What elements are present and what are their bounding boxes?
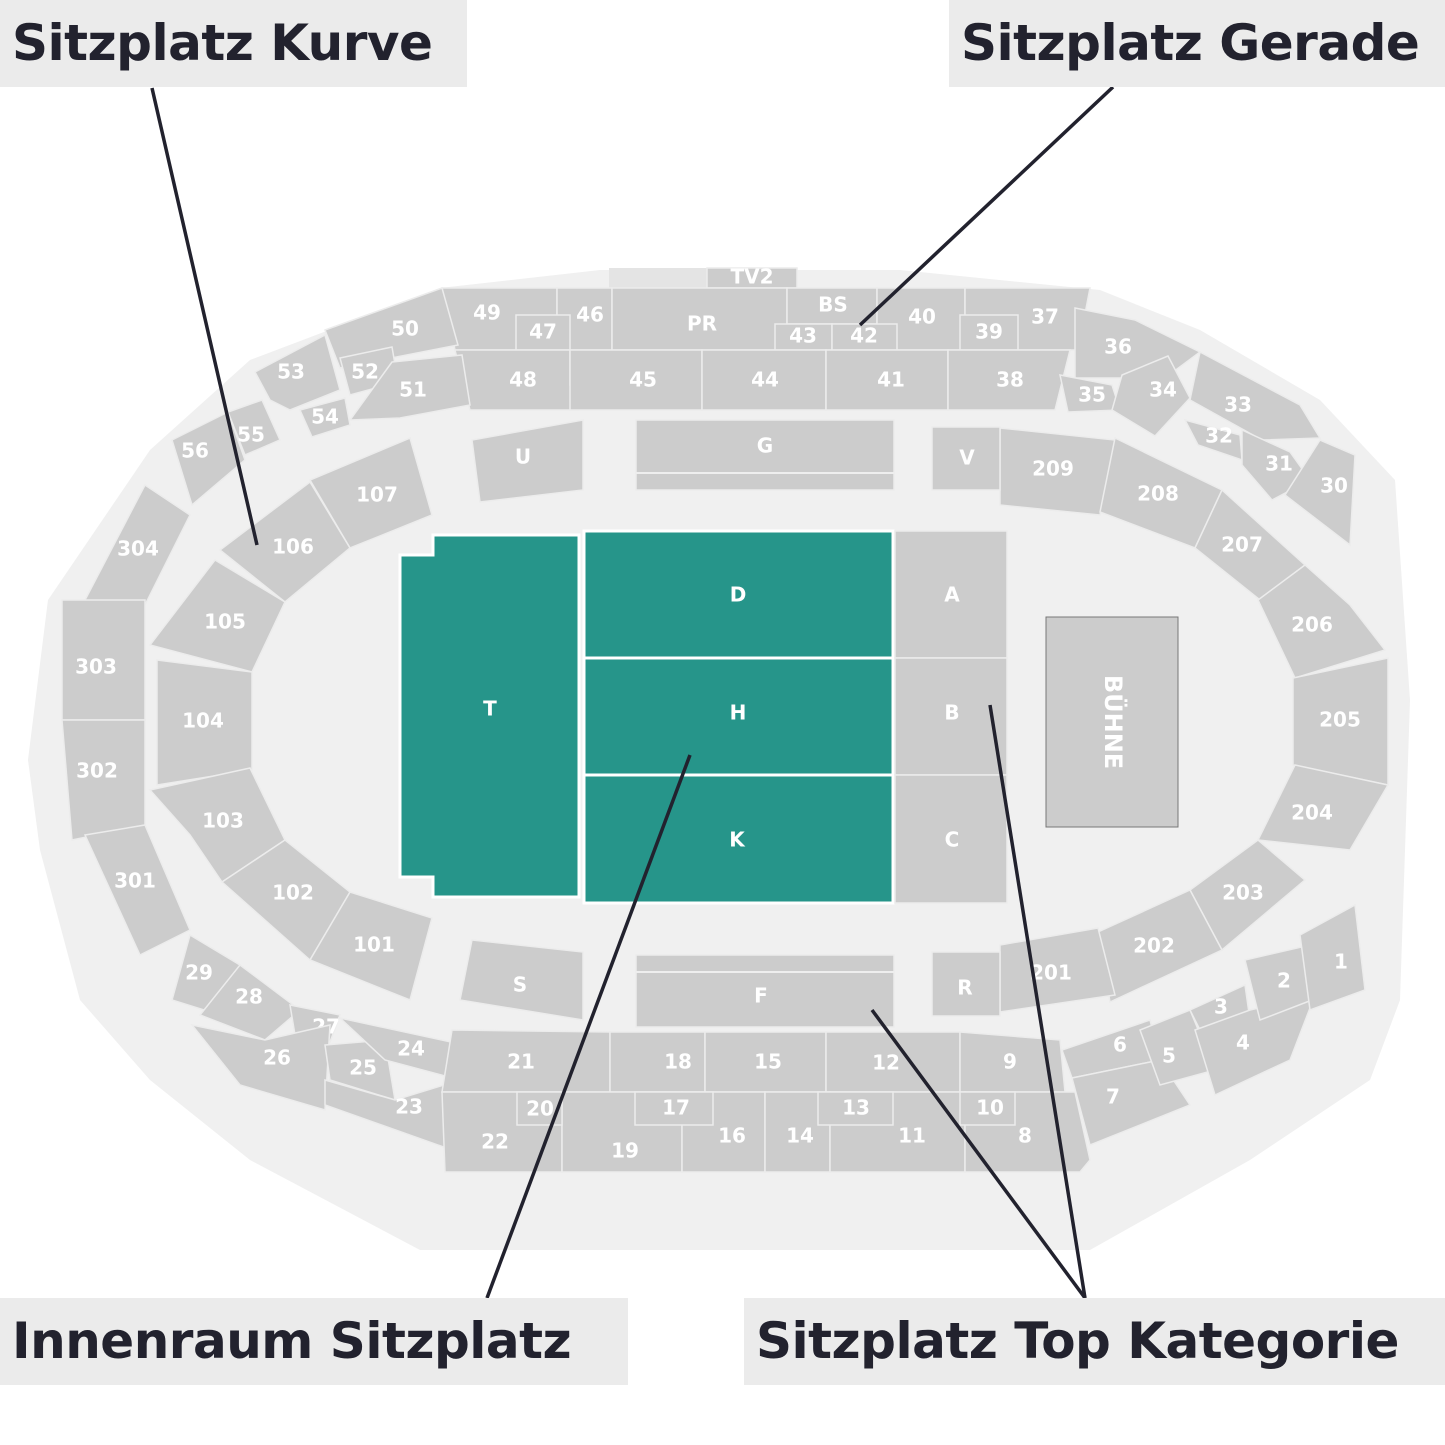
section-pr[interactable]: PR: [611, 287, 788, 351]
section-39[interactable]: 39: [959, 314, 1019, 351]
section-55-shape[interactable]: [227, 399, 281, 456]
section-34-shape[interactable]: [1111, 355, 1191, 437]
section-206-shape[interactable]: [1257, 564, 1387, 679]
section-tv2[interactable]: TV2: [706, 265, 798, 289]
section-k-shape[interactable]: [582, 773, 895, 905]
section-104[interactable]: 104: [156, 659, 253, 786]
section-104-shape[interactable]: [156, 659, 253, 786]
callout-sitzplatz-gerade: Sitzplatz Gerade: [949, 0, 1445, 87]
section-r[interactable]: R: [931, 951, 1001, 1017]
section-204-shape[interactable]: [1256, 764, 1390, 851]
section-10-shape[interactable]: [959, 1091, 1016, 1126]
section-303-shape[interactable]: [61, 599, 146, 721]
section-42[interactable]: 42: [831, 323, 898, 351]
section-17[interactable]: 17: [634, 1091, 714, 1126]
section-205[interactable]: 205: [1292, 657, 1389, 786]
section-v-shape[interactable]: [931, 426, 1001, 491]
section-g-shape[interactable]: [635, 419, 895, 491]
section-43-shape[interactable]: [774, 323, 833, 351]
callout-line-top-f: [870, 1008, 1087, 1300]
section-47-shape[interactable]: [515, 314, 571, 351]
callout-line-innenraum: [485, 754, 692, 1299]
callout-lines: [150, 85, 1115, 1300]
section-h-shape[interactable]: [582, 656, 895, 777]
section-15-shape[interactable]: [704, 1031, 827, 1093]
section-30-shape[interactable]: [1283, 439, 1356, 547]
section-18[interactable]: 18: [609, 1031, 706, 1093]
section-302[interactable]: 302: [61, 719, 146, 841]
section-h[interactable]: H: [582, 656, 895, 777]
section-44-shape[interactable]: [701, 349, 827, 411]
section-k[interactable]: K: [582, 773, 895, 905]
section-18-shape[interactable]: [609, 1031, 706, 1093]
section-56-shape[interactable]: [171, 410, 246, 507]
section-302-shape[interactable]: [61, 719, 146, 841]
section-13[interactable]: 13: [817, 1091, 894, 1126]
section-pr-shape[interactable]: [611, 287, 788, 351]
section-106-shape[interactable]: [218, 480, 351, 603]
section-38-shape[interactable]: [947, 349, 1071, 411]
section-45-shape[interactable]: [569, 349, 703, 411]
section-48-shape[interactable]: [454, 349, 579, 411]
section-13-shape[interactable]: [817, 1091, 894, 1126]
section-t[interactable]: T: [398, 533, 581, 899]
section-45[interactable]: 45: [569, 349, 703, 411]
section-42-shape[interactable]: [831, 323, 898, 351]
section-c[interactable]: C: [894, 774, 1008, 904]
callout-innenraum-sitzplatz: Innenraum Sitzplatz: [0, 1298, 628, 1385]
section-105-shape[interactable]: [148, 559, 286, 673]
press-strip: [609, 268, 707, 288]
section-bs-shape[interactable]: [786, 287, 878, 325]
section-39-shape[interactable]: [959, 314, 1019, 351]
section-101-shape[interactable]: [308, 891, 433, 1002]
section-38[interactable]: 38: [947, 349, 1071, 411]
section-44[interactable]: 44: [701, 349, 827, 411]
section-10[interactable]: 10: [959, 1091, 1016, 1126]
section-209[interactable]: 209: [999, 427, 1116, 516]
section-15[interactable]: 15: [704, 1031, 827, 1093]
section-1-shape[interactable]: [1299, 903, 1366, 1012]
section-t-shape[interactable]: [398, 533, 581, 899]
section-50-shape[interactable]: [324, 287, 459, 369]
section-a[interactable]: A: [894, 530, 1008, 659]
callout-sitzplatz-kurve: Sitzplatz Kurve: [0, 0, 467, 87]
section-54-shape[interactable]: [298, 397, 351, 438]
callout-line-top-b: [988, 704, 1087, 1299]
section-u-shape[interactable]: [471, 419, 584, 503]
callout-sitzplatz-top-kategorie: Sitzplatz Top Kategorie: [744, 1298, 1445, 1385]
section-a-shape[interactable]: [894, 530, 1008, 659]
section-47[interactable]: 47: [515, 314, 571, 351]
section-43[interactable]: 43: [774, 323, 833, 351]
section-303[interactable]: 303: [61, 599, 146, 721]
callout-line-gerade: [858, 85, 1115, 327]
section-33-shape[interactable]: [1189, 350, 1322, 441]
section-d[interactable]: D: [582, 529, 895, 660]
section-4-shape[interactable]: [1194, 993, 1317, 1097]
callout-line-kurve: [150, 87, 259, 546]
section-53-shape[interactable]: [253, 333, 341, 411]
section-20-shape[interactable]: [516, 1091, 563, 1126]
section-301-shape[interactable]: [83, 824, 191, 957]
section-f[interactable]: F: [635, 954, 895, 1028]
section-bs[interactable]: BS: [786, 287, 878, 325]
section-s-shape[interactable]: [459, 939, 584, 1021]
section-c-shape[interactable]: [894, 774, 1008, 904]
section-51-shape[interactable]: [348, 354, 471, 421]
section-41-shape[interactable]: [825, 349, 949, 411]
section-41[interactable]: 41: [825, 349, 949, 411]
section-f-shape[interactable]: [635, 954, 895, 1028]
section-17-shape[interactable]: [634, 1091, 714, 1126]
section-g[interactable]: G: [635, 419, 895, 491]
section-tv2-shape[interactable]: [706, 267, 798, 289]
section-205-shape[interactable]: [1292, 657, 1389, 786]
section-48[interactable]: 48: [454, 349, 579, 411]
stage: BÜHNE: [1045, 616, 1179, 828]
section-r-shape[interactable]: [931, 951, 1001, 1017]
section-v[interactable]: V: [931, 426, 1001, 491]
section-d-shape[interactable]: [582, 529, 895, 660]
section-209-shape[interactable]: [999, 427, 1116, 516]
